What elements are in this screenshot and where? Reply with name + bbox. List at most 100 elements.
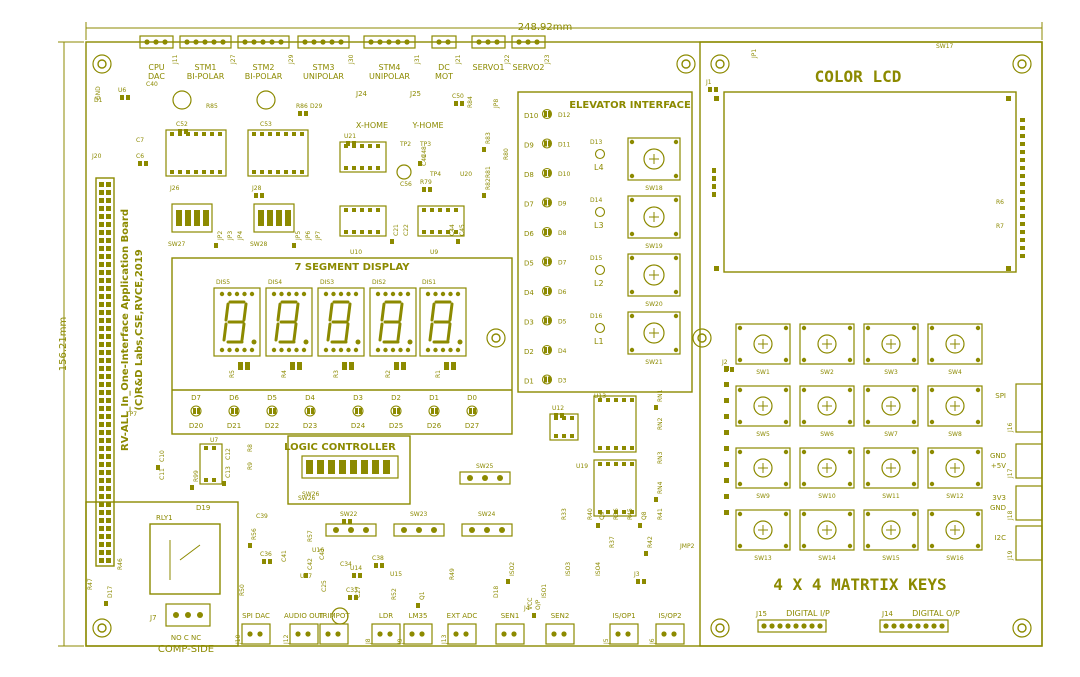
pad [847,449,853,455]
connector-pin [202,39,208,45]
component-ref: U13 [594,393,606,400]
component-ref: C38 [372,555,384,562]
relay-diode: D19 [196,504,210,512]
pad [106,398,111,403]
mounting-hole-icon [715,623,725,633]
component-ref: C40 [146,81,158,88]
mounting-hole-ring [486,328,506,348]
top-connector-label: SERVO1 [473,63,505,72]
led-icon [541,197,553,208]
right-connector [1015,383,1043,433]
pad [99,534,104,539]
pad [469,527,475,533]
bottom-connector-label: LM35 [409,612,428,620]
bottom-connector [495,623,525,645]
pad [375,291,381,297]
segment-resistor: R3 [333,370,340,378]
pad [737,357,743,363]
component-ref: Q9 [599,511,606,520]
pad [99,198,104,203]
component-ref: C44 [449,224,456,236]
pad [106,382,111,387]
pad [444,362,449,370]
header-pin [785,623,791,629]
pad [106,358,111,363]
pad [348,595,352,600]
component-ref: C56 [400,181,412,188]
logic-dip-switch [301,455,399,479]
pad [99,238,104,243]
component-ref: C52 [176,121,188,128]
top-connector-j30 [297,35,350,49]
pad [548,140,551,147]
elevator-push-switch [627,195,681,239]
pad [499,527,505,533]
pad [554,434,558,438]
push-button-icon [945,396,965,416]
matrix-key [863,385,919,427]
component-ref: R82 [485,178,492,190]
pad [106,198,111,203]
pad [737,481,743,487]
component-ref: C13 [225,466,232,478]
mounting-hole-icon [1017,623,1027,633]
pad [598,462,602,466]
connector-pin [162,39,168,45]
color-lcd-title: COLOR LCD [815,67,902,86]
pad [865,543,871,549]
component-ref: R8 [247,444,254,452]
component-ref: SW24 [478,511,496,518]
bottom-connector-ref: J10 [235,634,242,645]
matrix-key [799,385,855,427]
pad [446,208,450,212]
bottom-connector-ref: J9 [397,638,404,645]
connector-pin [404,39,410,45]
pad [363,527,369,533]
push-button-icon [643,264,665,286]
width-dimension: 248.92mm [518,22,572,33]
pad [1020,190,1025,194]
pad [279,291,284,297]
pad [622,398,626,402]
pad [497,475,503,481]
pad [186,170,190,174]
header-pin [891,623,897,629]
pad [368,166,372,170]
pad [248,543,252,548]
pad [346,291,351,297]
pad [654,497,658,502]
pad [801,357,807,363]
pad [622,510,626,514]
terminal-pin [185,612,191,618]
component-ref: R41 [657,508,664,520]
pad [286,347,292,353]
component-ref: C10 [159,450,166,462]
pad [106,470,111,475]
pad [911,419,917,425]
pad [544,199,547,206]
top-connector-label: SERVO2 [513,63,545,72]
component-ref: R36 [613,508,620,520]
pad [178,170,182,174]
pad [506,579,510,584]
pad [1006,96,1011,101]
matrix-key-ref: SW16 [946,555,964,562]
push-button-icon [817,458,837,478]
pad [393,408,396,414]
pad [724,414,729,419]
pad [238,362,243,370]
pad [99,294,104,299]
component-ref: C12 [225,448,232,460]
pad [673,139,679,145]
pad [352,230,356,234]
pad [606,446,610,450]
top-connector-j27 [179,35,232,49]
matrix-key-ref: SW1 [756,369,770,376]
component-ref: JP2 [217,231,224,241]
segment [446,322,452,342]
decimal-point [457,339,463,345]
matrix-key-ref: SW2 [820,369,834,376]
header-pin [883,623,889,629]
pad [712,192,716,197]
elevator-led-label: D9 [524,142,534,150]
